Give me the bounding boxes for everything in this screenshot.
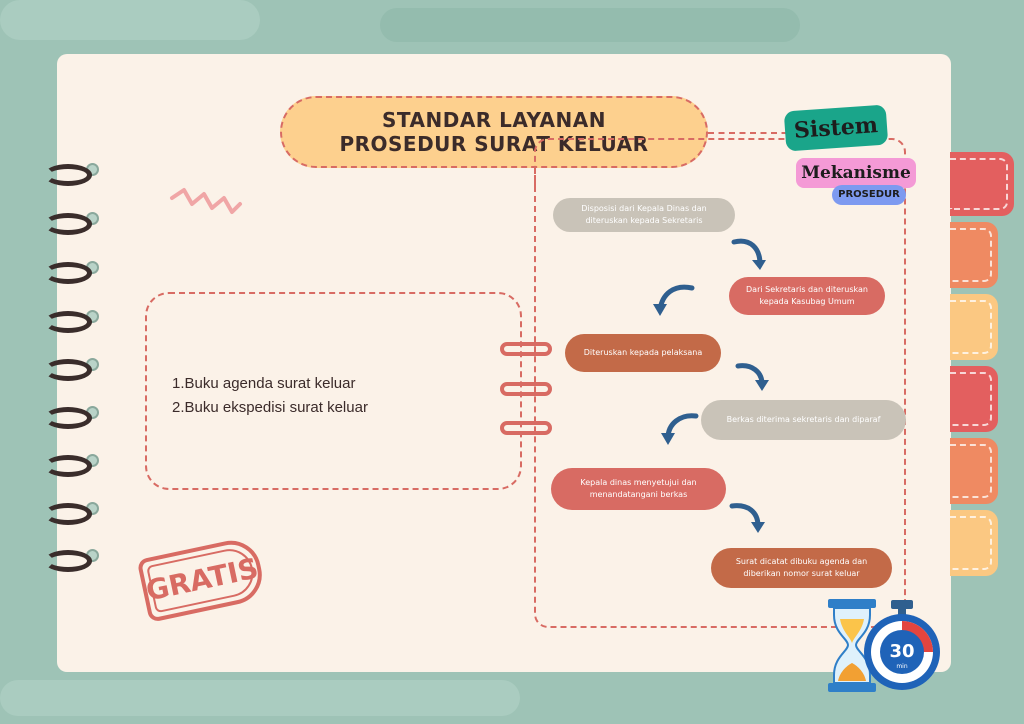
hourglass-icon [828, 599, 876, 692]
side-tab-6 [950, 510, 998, 576]
side-tab-1 [950, 152, 1014, 216]
timer-unit: min [896, 663, 908, 670]
arrow-icon [653, 284, 695, 316]
timer-value: 30 [889, 641, 914, 662]
step-3: Diteruskan kepada pelaksana [565, 334, 721, 372]
title-connector [708, 132, 798, 134]
requirements-box [145, 292, 522, 490]
list-item: 2.Buku ekspedisi surat keluar [172, 399, 368, 416]
step-4: Berkas diterima sekretaris dan diparaf [701, 400, 906, 440]
background-stroke [380, 8, 800, 42]
side-tab-4 [950, 366, 998, 432]
side-tab-5 [950, 438, 998, 504]
title-line-2: PROSEDUR SURAT KELUAR [339, 132, 649, 156]
chain-link [500, 342, 552, 356]
title-line-1: STANDAR LAYANAN [382, 108, 606, 132]
step-5: Kepala dinas menyetujui dan menandatanga… [551, 468, 726, 510]
stopwatch-icon: 30 min [864, 600, 940, 690]
requirements-list: 1.Buku agenda surat keluar 2.Buku eksped… [172, 372, 368, 420]
step-6: Surat dicatat dibuku agenda dan diberika… [711, 548, 892, 588]
zigzag-icon [170, 188, 242, 214]
side-tab-3 [950, 294, 998, 360]
chain-link [500, 421, 552, 435]
list-item: 1.Buku agenda surat keluar [172, 375, 356, 392]
side-tab-2 [950, 222, 998, 288]
arrow-icon [729, 503, 765, 533]
arrow-icon [731, 238, 766, 270]
chain-link [500, 382, 552, 396]
prosedur-badge: PROSEDUR [832, 185, 906, 205]
arrow-icon [661, 413, 699, 445]
step-1: Disposisi dari Kepala Dinas dan diterusk… [553, 198, 735, 232]
gratis-text: GRATIS [142, 551, 262, 607]
mekanisme-badge: Mekanisme [796, 158, 916, 188]
step-2: Dari Sekretaris dan diteruskan kepada Ka… [729, 277, 885, 315]
sistem-badge: Sistem [783, 104, 889, 152]
arrow-icon [735, 363, 769, 391]
background-stroke [0, 680, 520, 716]
background-stroke [0, 0, 260, 40]
page-title: STANDAR LAYANAN PROSEDUR SURAT KELUAR [280, 96, 708, 168]
